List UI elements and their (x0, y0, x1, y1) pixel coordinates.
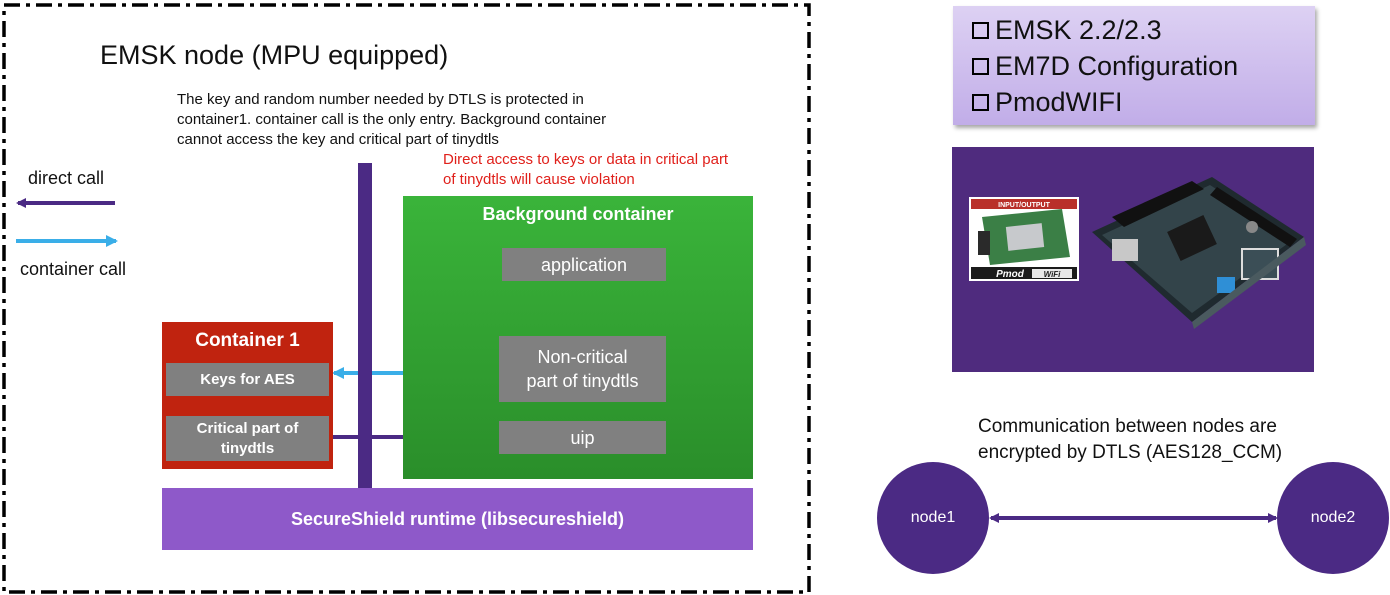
noncritical-box: Non-critical part of tinydtls (499, 336, 666, 402)
direct-call-label: direct call (28, 168, 105, 188)
uip-box: uip (499, 421, 666, 454)
hardware-illustration: INPUT/OUTPUT Pmod WiFi (969, 177, 1306, 329)
critical-box: Critical part of tinydtls (166, 416, 329, 461)
keys-box: Keys for AES (166, 363, 329, 396)
violation-note: Direct access to keys or data in critica… (443, 151, 729, 188)
network-caption-line2: encrypted by DTLS (AES128_CCM) (978, 442, 1283, 463)
critical-line2: tinydtls (220, 439, 275, 457)
background-container-title: Background container (482, 204, 674, 224)
spec-item-em7d: EM7D Configuration (972, 48, 1238, 84)
noncritical-line2: part of tinydtls (526, 371, 639, 391)
node2-circle: node2 (1277, 462, 1389, 574)
container1-title: Container 1 (195, 330, 300, 351)
checkbox-icon (972, 22, 989, 39)
hardware-photo: INPUT/OUTPUT Pmod WiFi (952, 147, 1314, 372)
checkbox-icon (972, 58, 989, 75)
network-caption-line1: Communication between nodes are (978, 416, 1277, 437)
node1-circle: node1 (877, 462, 989, 574)
spec-box (953, 6, 1315, 125)
pmodwifi-card-image: INPUT/OUTPUT Pmod WiFi (969, 197, 1079, 281)
node-boundary (2, 3, 811, 594)
network-caption: Communication between nodes are encrypte… (978, 414, 1338, 466)
emsk-board-image (1092, 177, 1306, 329)
spec-item-emsk: EMSK 2.2/2.3 (972, 12, 1162, 48)
spec-item-pmodwifi: PmodWIFI (972, 84, 1123, 120)
noncritical-line1: Non-critical (537, 347, 628, 367)
container-call-label: container call (20, 259, 127, 279)
io-label: INPUT/OUTPUT (998, 202, 1050, 209)
checkbox-icon (972, 94, 989, 111)
pmod-label: Pmod (996, 269, 1025, 280)
critical-line1: Critical part of (196, 419, 299, 437)
wifi-label: WiFi (1044, 270, 1062, 279)
isolation-bar (358, 163, 372, 488)
application-box: application (502, 248, 666, 281)
protection-note: The key and random number needed by DTLS… (177, 91, 607, 148)
runtime-box: SecureShield runtime (libsecureshield) (162, 488, 753, 550)
node-title: EMSK node (MPU equipped) (100, 40, 449, 70)
